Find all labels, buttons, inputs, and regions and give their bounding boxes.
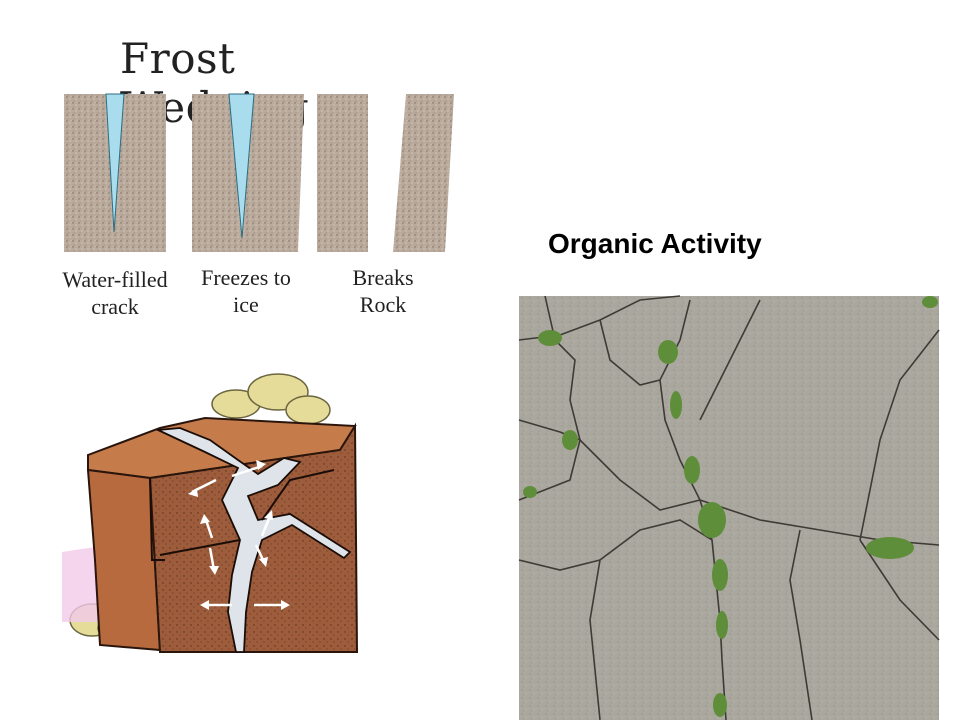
caption-water-filled-crack-line2: crack: [91, 294, 139, 319]
caption-freezes-to-ice-line2: ice: [233, 292, 259, 317]
caption-breaks-rock-line2: Rock: [359, 292, 407, 317]
caption-freezes-to-ice: Freezes to ice: [188, 264, 304, 318]
caption-water-filled-crack: Water-filled crack: [48, 266, 182, 320]
panel-freezes-to-ice: [192, 93, 304, 252]
panel-water-filled-crack: [64, 93, 166, 252]
caption-water-filled-crack-line1: Water-filled: [62, 267, 168, 292]
frost-wedging-boulder-illustration: [62, 373, 359, 653]
organic-activity-title: Organic Activity: [548, 228, 762, 259]
organic-activity-photo: [518, 295, 940, 720]
caption-breaks-rock: Breaks Rock: [330, 264, 436, 318]
panel-breaks-rock: [317, 94, 454, 252]
caption-breaks-rock-line1: Breaks: [352, 265, 414, 290]
caption-freezes-to-ice-line1: Freezes to: [201, 265, 291, 290]
